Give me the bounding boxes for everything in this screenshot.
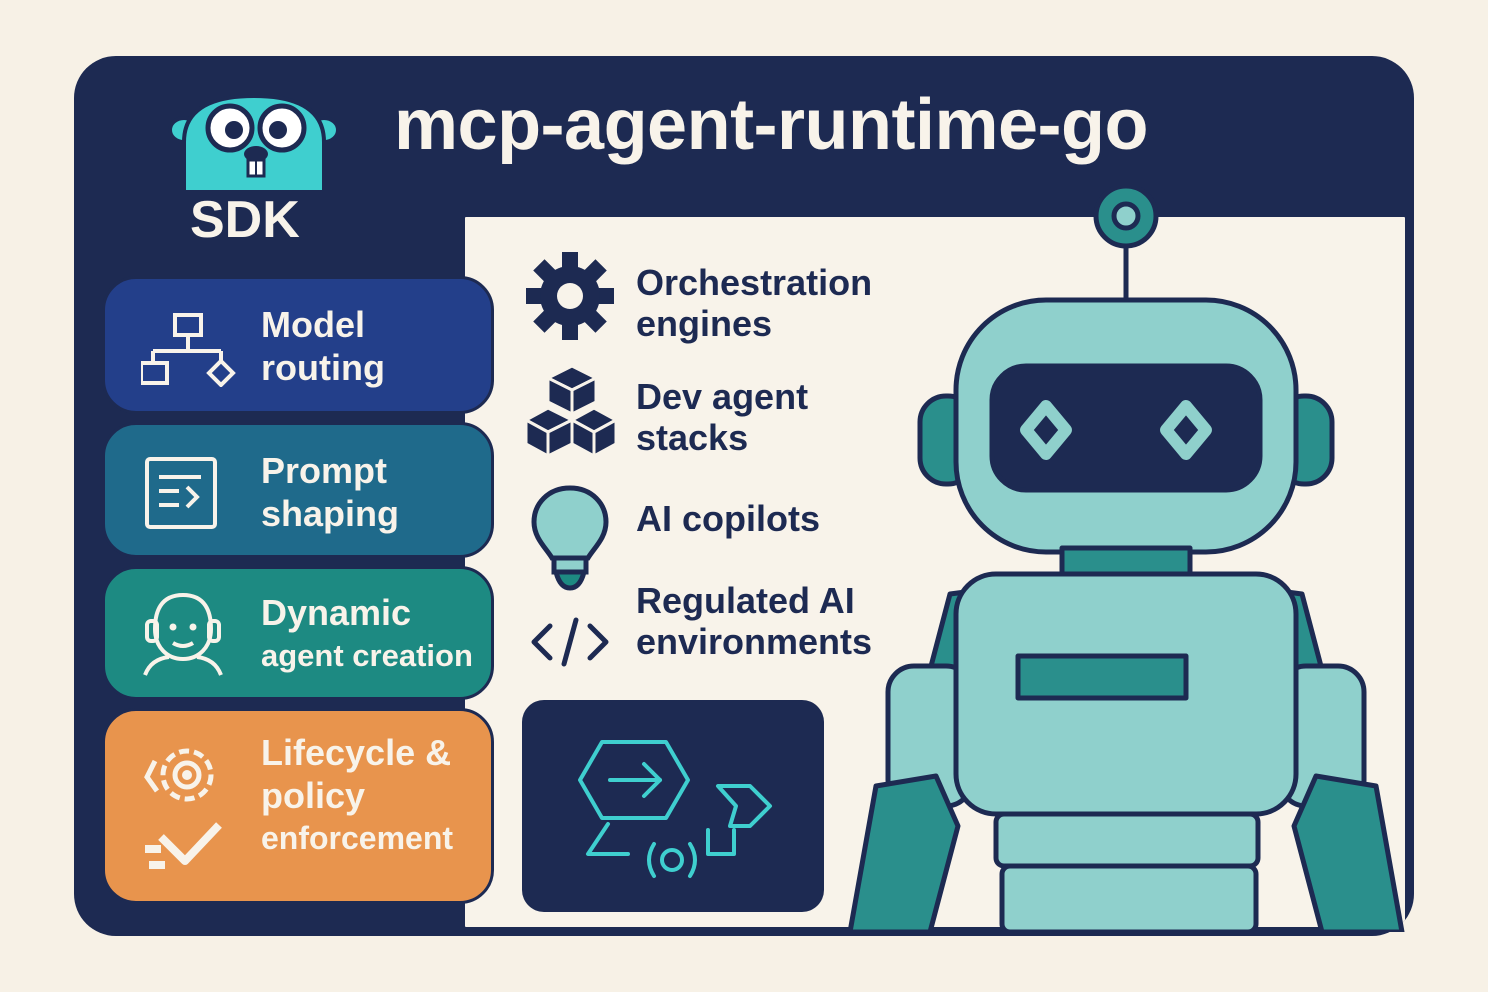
gear-icon [526, 252, 614, 340]
feature-model-routing: Model routing [102, 276, 494, 414]
sdk-label: SDK [190, 191, 300, 249]
feature-line: Dynamic [261, 592, 412, 633]
cubes-stack-icon [526, 364, 618, 458]
use-case-line: AI copilots [636, 498, 821, 539]
feature-line: agent creation [261, 638, 473, 673]
use-case-line: engines [636, 303, 773, 344]
feature-line: shaping [261, 493, 400, 534]
use-case-line: environments [636, 621, 873, 662]
page-title: mcp-agent-runtime-go [394, 85, 1148, 165]
lightbulb-icon [531, 485, 609, 591]
use-case-dev-agent: Dev agent stacks [636, 376, 808, 458]
feature-lifecycle-policy: Lifecycle & policy enforcement [102, 708, 494, 904]
flow-illustration [522, 700, 824, 912]
robot-illustration [847, 186, 1405, 932]
feature-line: enforcement [261, 820, 454, 856]
use-case-regulated-ai: Regulated AI environments [636, 580, 872, 662]
agent-face-icon [143, 592, 223, 676]
feature-line: Lifecycle & [261, 732, 452, 773]
use-case-line: stacks [636, 417, 749, 458]
use-case-ai-copilots: AI copilots [636, 498, 820, 539]
feature-line: routing [261, 347, 385, 388]
feature-line: Model [261, 304, 365, 345]
lifecycle-gear-check-icon [144, 748, 222, 869]
use-case-orchestration: Orchestration engines [636, 262, 872, 344]
use-case-line: Regulated AI [636, 580, 855, 621]
use-case-line: Dev agent [636, 376, 809, 417]
feature-prompt-shaping: Prompt shaping [102, 422, 494, 558]
prompt-document-icon [145, 457, 217, 529]
hierarchy-diagram-icon [141, 313, 236, 387]
code-brackets-icon [531, 617, 609, 667]
use-case-line: Orchestration [636, 262, 873, 303]
feature-line: policy [261, 775, 366, 816]
feature-dynamic-agent-creation: Dynamic agent creation [102, 566, 494, 700]
gopher-mascot-icon [168, 93, 340, 192]
flow-diagram-icon [578, 740, 772, 878]
feature-line: Prompt [261, 450, 387, 491]
